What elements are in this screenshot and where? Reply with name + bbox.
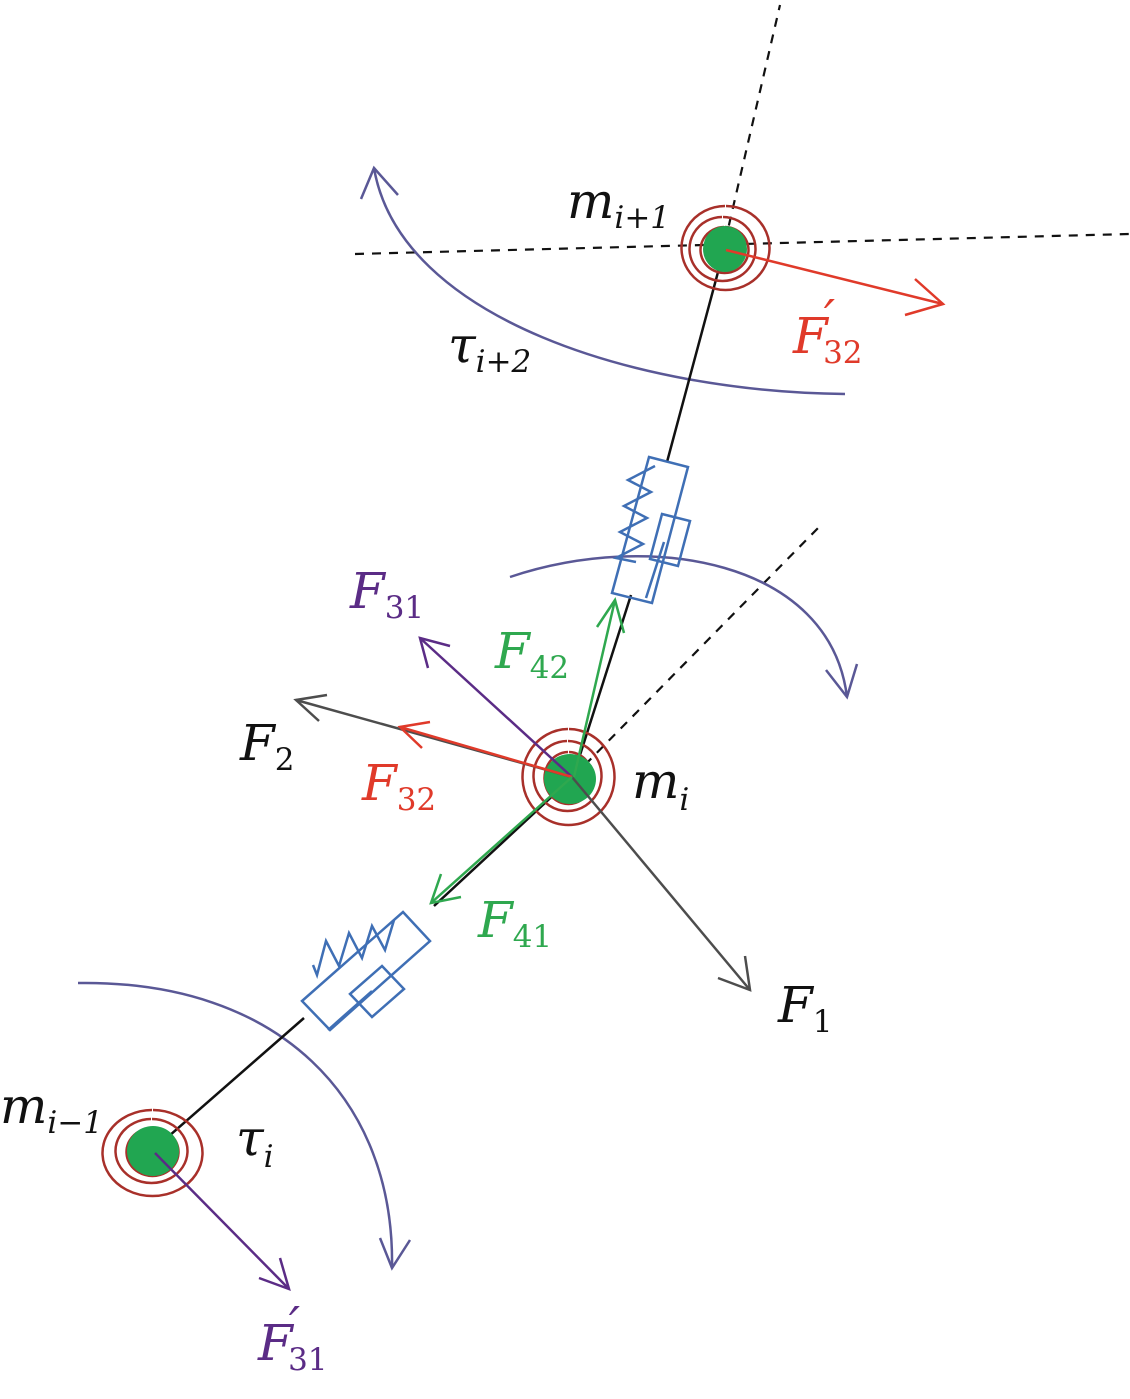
label-F32-prime: F′32 — [792, 289, 863, 371]
spring-damper-upper-housing — [610, 455, 690, 605]
torque-arc-upper — [372, 167, 846, 396]
torque-arcs — [77, 165, 859, 1271]
horizontal-reference-line — [354, 232, 1130, 256]
torque-arc-lower-arrowhead — [378, 1237, 412, 1271]
force-arrow-F41 — [430, 776, 573, 904]
force-arrow-F42 — [572, 599, 617, 778]
damper-upper-cylinder — [648, 512, 692, 568]
label-F42: F42 — [494, 622, 569, 686]
spring-lower-coil — [311, 919, 396, 979]
label-F2: F2 — [239, 714, 294, 778]
force-arrow-F1 — [571, 776, 751, 991]
reference-lines — [354, 4, 1130, 778]
label-F1: F1 — [777, 976, 832, 1040]
force-arrow-F42-head — [595, 597, 626, 634]
masses — [127, 226, 747, 1176]
force-arrow-F41-head — [429, 873, 462, 905]
spring-upper-coil — [612, 464, 656, 564]
force-arrow-F32-prime-head — [904, 278, 946, 317]
damper-lower-cylinder — [348, 964, 406, 1019]
torque-arc-lower — [77, 981, 394, 1269]
force-arrows — [154, 248, 946, 1292]
force-arrow-F31-prime — [154, 1152, 290, 1290]
damper-lower-piston-rod — [327, 990, 373, 1031]
torque-arc-mid — [509, 555, 849, 698]
label-F41: F41 — [477, 891, 552, 955]
rod-lower-a — [433, 776, 574, 907]
label-m-lower: mi−1 — [0, 1077, 103, 1141]
label-F31-prime: F′31 — [257, 1296, 328, 1378]
force-arrow-F32 — [399, 725, 573, 779]
force-arrow-F2-head — [293, 693, 328, 722]
force-arrow-F32-head — [397, 720, 431, 749]
force-arrow-F31-head — [418, 636, 451, 669]
damper-upper-piston-rod — [644, 541, 666, 599]
torsion-spiral-upper — [680, 204, 771, 292]
torque-arc-upper-arrowhead — [359, 165, 399, 200]
spring-damper-upper — [610, 455, 692, 605]
label-tau-lower: τi — [236, 1109, 274, 1175]
rod-lower-b — [152, 1017, 305, 1151]
mass-upper — [703, 226, 747, 272]
label-m-mid: mi — [632, 752, 689, 818]
upper-axis-reference-line — [723, 4, 782, 243]
mid-axis-reference-line — [572, 522, 824, 778]
torsion-spirals — [101, 204, 771, 1198]
torque-arc-mid-arrowhead — [825, 663, 859, 700]
labels: mi+1 mi mi−1 τi+2 τi F1 F2 F31 F32 F41 F… — [0, 172, 863, 1378]
rods — [152, 245, 727, 1151]
force-arrow-F31 — [419, 637, 573, 778]
force-arrow-F31-prime-head — [258, 1257, 291, 1292]
label-F31: F31 — [349, 562, 424, 626]
rod-upper-a — [665, 245, 727, 463]
force-arrow-F32-prime — [725, 248, 944, 306]
label-tau-upper: τi+2 — [448, 316, 531, 380]
force-arrow-F1-head — [717, 955, 752, 992]
label-m-upper: mi+1 — [567, 172, 670, 236]
label-F32: F32 — [361, 754, 436, 818]
spring-damper-lower-housing — [300, 910, 432, 1032]
spring-damper-lower — [300, 910, 432, 1032]
